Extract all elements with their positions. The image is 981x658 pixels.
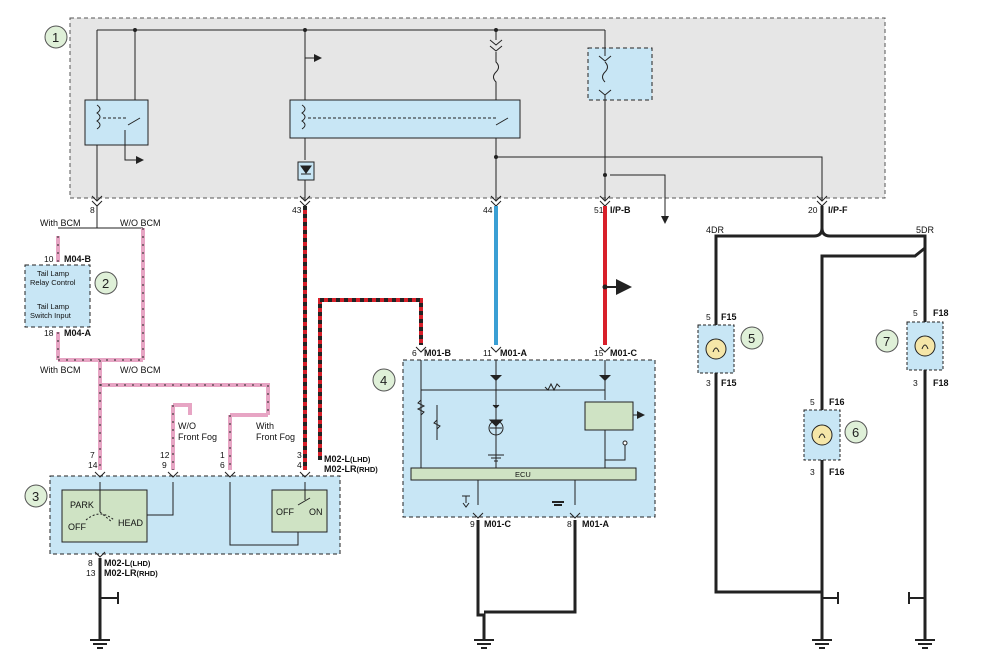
callout-6: 6 [844,420,868,444]
svg-text:14: 14 [88,460,98,470]
light-switch [61,489,148,543]
svg-text:1: 1 [220,450,225,460]
ecu-logic-block [584,401,634,431]
svg-text:I/P-F: I/P-F [828,205,848,215]
svg-text:M02-L(LHD): M02-L(LHD) [104,558,151,568]
svg-text:15: 15 [594,348,604,358]
svg-text:3: 3 [913,378,918,388]
svg-text:3: 3 [297,450,302,460]
svg-text:18: 18 [44,328,54,338]
svg-text:1: 1 [52,30,59,45]
svg-text:5: 5 [706,312,711,322]
svg-text:8: 8 [567,519,572,529]
svg-text:4DR: 4DR [706,225,725,235]
svg-text:12: 12 [160,450,170,460]
svg-text:20: 20 [808,205,818,215]
svg-text:M02-LR(RHD): M02-LR(RHD) [324,464,378,474]
svg-text:W/O: W/O [178,421,196,431]
svg-text:ECU: ECU [515,470,531,479]
svg-text:5: 5 [913,308,918,318]
svg-text:M02-L(LHD): M02-L(LHD) [324,454,371,464]
svg-text:6: 6 [852,425,859,440]
svg-text:ON: ON [309,507,323,517]
wire-pink-left [56,228,145,362]
fog-switch [271,489,328,533]
svg-text:M04-B: M04-B [64,254,92,264]
svg-text:9: 9 [162,460,167,470]
svg-text:6: 6 [412,348,417,358]
svg-text:Tail Lamp: Tail Lamp [37,269,69,278]
svg-text:With BCM: With BCM [40,218,81,228]
svg-text:43: 43 [292,205,302,215]
svg-text:M01-C: M01-C [484,519,512,529]
svg-text:F15: F15 [721,378,737,388]
bcm-module [24,264,91,328]
svg-text:6: 6 [220,460,225,470]
svg-text:5DR: 5DR [916,225,935,235]
callout-7: 7 [875,329,899,353]
svg-text:OFF: OFF [276,507,294,517]
svg-text:F18: F18 [933,378,949,388]
svg-text:Tail Lamp: Tail Lamp [37,302,69,311]
svg-text:5: 5 [748,331,755,346]
svg-text:F16: F16 [829,467,845,477]
svg-text:2: 2 [102,276,109,291]
left-relay [84,99,149,146]
ecu-bar [410,467,637,481]
svg-text:W/O BCM: W/O BCM [120,365,161,375]
fuse-box [587,47,653,101]
svg-text:F18: F18 [933,308,949,318]
svg-text:With: With [256,421,274,431]
svg-text:M01-B: M01-B [424,348,452,358]
svg-text:W/O BCM: W/O BCM [120,218,161,228]
svg-text:F15: F15 [721,312,737,322]
wire-pink-lower [98,360,270,470]
svg-text:7: 7 [883,334,890,349]
callout-4: 4 [372,368,396,392]
svg-text:F16: F16 [829,397,845,407]
svg-text:3: 3 [810,467,815,477]
ecu-module [402,359,656,518]
svg-text:M02-LR(RHD): M02-LR(RHD) [104,568,158,578]
svg-text:M01-A: M01-A [582,519,610,529]
svg-text:3: 3 [706,378,711,388]
callout-3: 3 [24,484,48,508]
svg-text:8: 8 [88,558,93,568]
svg-text:13: 13 [86,568,96,578]
callout-5: 5 [740,326,764,350]
svg-text:Relay Control: Relay Control [30,278,76,287]
callout-2: 2 [94,271,118,295]
svg-text:Front Fog: Front Fog [178,432,217,442]
svg-text:4: 4 [380,373,387,388]
svg-text:8: 8 [90,205,95,215]
svg-text:11: 11 [483,348,492,358]
svg-text:51: 51 [594,205,604,215]
svg-text:M01-C: M01-C [610,348,638,358]
svg-text:PARK: PARK [70,500,94,510]
svg-text:Switch Input: Switch Input [30,311,72,320]
svg-text:5: 5 [810,397,815,407]
middle-relay [289,99,521,139]
svg-text:Front Fog: Front Fog [256,432,295,442]
callout-1: 1 [44,25,68,49]
svg-text:HEAD: HEAD [118,518,144,528]
svg-text:M04-A: M04-A [64,328,92,338]
svg-text:10: 10 [44,254,54,264]
svg-text:4: 4 [297,460,302,470]
svg-text:M01-A: M01-A [500,348,528,358]
svg-text:7: 7 [90,450,95,460]
svg-text:44: 44 [483,205,493,215]
svg-text:I/P-B: I/P-B [610,205,631,215]
svg-text:3: 3 [32,489,39,504]
panel-top-bus [97,29,606,40]
svg-text:OFF: OFF [68,522,86,532]
svg-text:With BCM: With BCM [40,365,81,375]
svg-text:9: 9 [470,519,475,529]
